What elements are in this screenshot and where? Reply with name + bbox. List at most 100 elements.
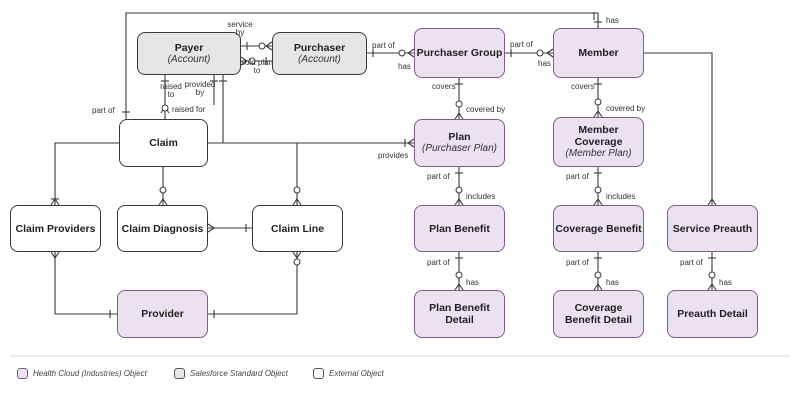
- label-includes-plan: includes: [466, 192, 496, 201]
- legend-label-external: External Object: [329, 369, 384, 378]
- legend: Health Cloud (Industries) Object Salesfo…: [0, 358, 800, 388]
- member-name: Member: [578, 47, 619, 59]
- connector-line-7: [265, 41, 273, 51]
- connector-line-57: [292, 251, 302, 259]
- plan-name: Plan: [448, 131, 471, 143]
- connector-line-70: [454, 283, 464, 291]
- plan-benefit-node[interactable]: Plan Benefit: [414, 205, 505, 252]
- legend-swatch-external: [313, 368, 324, 379]
- legend-label-standard: Salesforce Standard Object: [190, 369, 288, 378]
- label-has-purchaser: has: [398, 62, 411, 71]
- coverage-benefit-node[interactable]: Coverage Benefit: [553, 205, 644, 252]
- purchaser-group-name: Purchaser Group: [416, 47, 503, 59]
- connector-line-36: [594, 98, 602, 106]
- connector-line-47: [293, 186, 301, 194]
- connector-line-66: [593, 198, 603, 206]
- connector-line-40: [54, 142, 119, 205]
- label-part-of-plan: part of: [427, 172, 450, 181]
- claim-providers-node[interactable]: Claim Providers: [10, 205, 101, 252]
- label-part-of-plan-benefit: part of: [427, 258, 450, 267]
- connector-line-38: [644, 52, 713, 205]
- label-covers-group: covers: [432, 82, 456, 91]
- claim-diagnosis-node[interactable]: Claim Diagnosis: [117, 205, 208, 252]
- plan-benefit-name: Plan Benefit: [429, 222, 490, 235]
- legend-swatch-standard: [174, 368, 185, 379]
- label-includes-coverage: includes: [606, 192, 636, 201]
- purchaser-node[interactable]: Purchaser (Account): [272, 32, 367, 75]
- label-provides: provides: [378, 151, 409, 160]
- plan-benefit-detail-node[interactable]: Plan Benefit Detail: [414, 290, 505, 338]
- plan-node[interactable]: Plan (Purchaser Plan): [414, 119, 505, 167]
- connector-line-33: [454, 112, 464, 120]
- label-covered-by-plan: covered by: [466, 105, 506, 114]
- connector-line-45: [158, 198, 168, 206]
- legend-item-standard: Salesforce Standard Object: [174, 368, 288, 379]
- label-part-of-group: part of: [510, 40, 533, 49]
- label-part-of-coverage: part of: [566, 172, 589, 181]
- payer-node[interactable]: Payer (Account): [137, 32, 241, 75]
- label-has-plan-benefit: has: [466, 278, 479, 287]
- coverage-benefit-detail-node[interactable]: Coverage Benefit Detail: [553, 290, 644, 338]
- connector-line-62: [454, 198, 464, 206]
- claim-diagnosis-name: Claim Diagnosis: [121, 222, 204, 235]
- service-preauth-node[interactable]: Service Preauth: [667, 205, 758, 252]
- connector-line-56: [293, 258, 301, 266]
- label-covers-member: covers: [571, 82, 595, 91]
- claim-name: Claim: [149, 137, 178, 149]
- payer-name: Payer: [174, 41, 204, 54]
- service-preauth-name: Service Preauth: [672, 222, 753, 235]
- label-part-of-coverage-benefit: part of: [566, 258, 589, 267]
- label-raised-for: raised for: [172, 105, 206, 114]
- purchaser-name: Purchaser: [293, 41, 346, 54]
- connector-line-26: [222, 75, 414, 144]
- preauth-detail-name: Preauth Detail: [677, 308, 748, 320]
- member-coverage-sub: (Member Plan): [565, 148, 632, 159]
- coverage-benefit-detail-name: Coverage Benefit Detail: [564, 302, 633, 326]
- connector-line-74: [593, 283, 603, 291]
- label-service-by: service by: [227, 20, 253, 37]
- label-raised-to: raised to: [160, 82, 182, 99]
- connector-line-28: [407, 138, 415, 148]
- label-has-group: has: [538, 59, 551, 68]
- label-has-preauth: has: [719, 278, 732, 287]
- label-part-of-preauth: part of: [680, 258, 703, 267]
- connector-line-18: [536, 49, 544, 57]
- connector-line-44: [159, 186, 167, 194]
- purchaser-sub: (Account): [298, 53, 341, 65]
- connector-line-14: [407, 48, 415, 58]
- purchaser-group-node[interactable]: Purchaser Group: [414, 28, 505, 78]
- connector-line-19: [546, 48, 554, 58]
- member-coverage-name: Member Coverage: [574, 124, 623, 148]
- connector-line-9: [240, 56, 248, 66]
- connector-line-78: [707, 283, 717, 291]
- connector-line-46: [208, 142, 298, 205]
- connector-line-37: [593, 110, 603, 118]
- preauth-detail-node[interactable]: Preauth Detail: [667, 290, 758, 338]
- connector-line-10: [248, 57, 256, 65]
- coverage-benefit-name: Coverage Benefit: [555, 222, 642, 235]
- label-part-of-purchaser: part of: [372, 41, 395, 50]
- label-provided-by: provided by: [184, 80, 216, 97]
- legend-item-external: External Object: [313, 368, 384, 379]
- connector-line-22: [161, 104, 169, 112]
- member-node[interactable]: Member: [553, 28, 644, 78]
- claim-node[interactable]: Claim: [119, 119, 208, 167]
- connector-line-55: [208, 252, 298, 315]
- connector-line-48: [292, 198, 302, 206]
- legend-swatch-health-cloud: [17, 368, 28, 379]
- plan-sub: (Purchaser Plan): [421, 143, 498, 154]
- connector-line-39: [707, 198, 717, 206]
- plan-benefit-detail-name: Plan Benefit Detail: [429, 302, 490, 326]
- label-has-top: has: [606, 16, 619, 25]
- provider-node[interactable]: Provider: [117, 290, 208, 338]
- connector-line-69: [455, 271, 463, 279]
- connector-line-77: [708, 271, 716, 279]
- claim-line-node[interactable]: Claim Line: [252, 205, 343, 252]
- connector-line-61: [455, 186, 463, 194]
- label-part-of-claim: part of: [92, 106, 115, 115]
- member-coverage-node[interactable]: Member Coverage (Member Plan): [553, 117, 644, 167]
- claim-line-name: Claim Line: [270, 222, 325, 235]
- legend-label-health-cloud: Health Cloud (Industries) Object: [33, 369, 147, 378]
- connector-line-73: [594, 271, 602, 279]
